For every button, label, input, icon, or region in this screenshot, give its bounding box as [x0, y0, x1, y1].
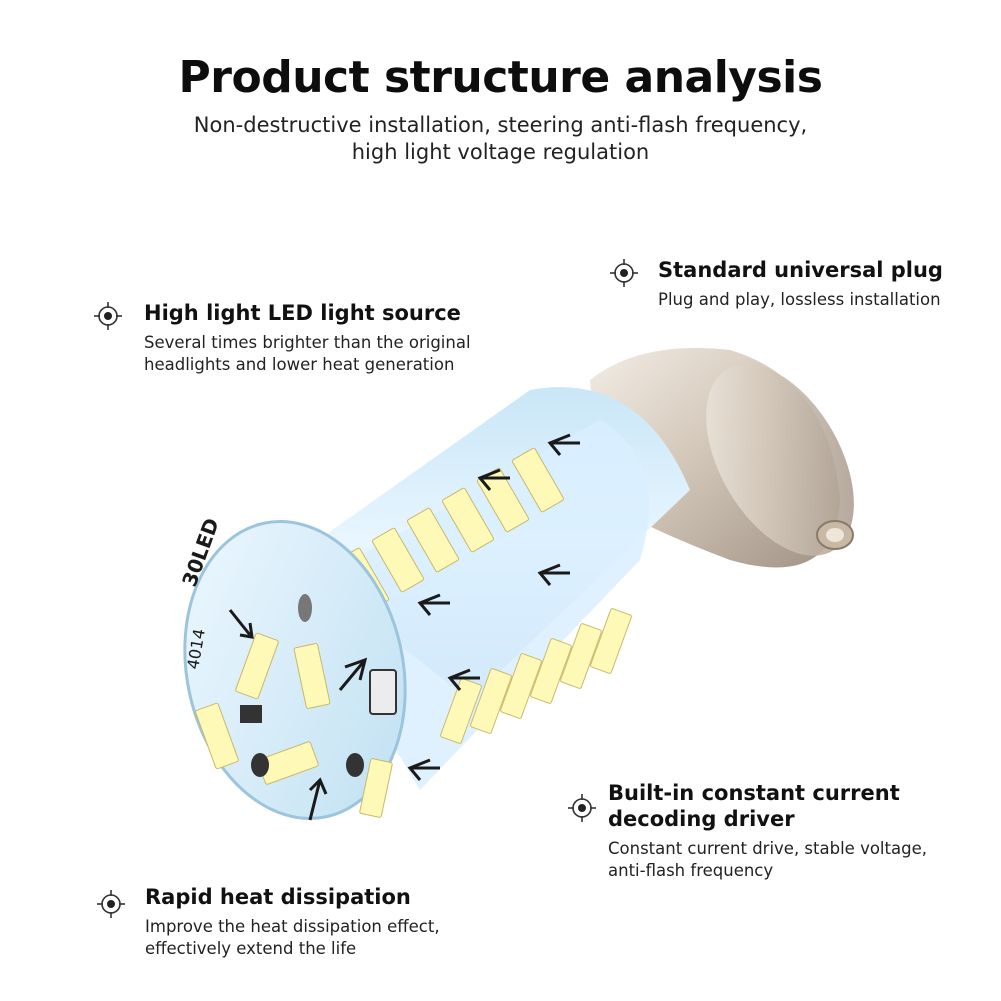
front-arrows — [228, 609, 368, 821]
feature-heading: Built-in constant current decoding drive… — [608, 780, 927, 832]
desc-line: effectively extend the life — [145, 939, 357, 958]
pcb-arrows — [407, 433, 580, 781]
front-leds — [195, 632, 393, 818]
desc-line: Constant current drive, stable voltage, — [608, 839, 927, 858]
desc-line: anti-flash frequency — [608, 861, 774, 880]
feature-heading: High light LED light source — [144, 301, 461, 325]
front-pcb: 30LED 4014 — [177, 515, 407, 821]
feature-heat-dissipation: Rapid heat dissipation Improve the heat … — [95, 884, 440, 960]
front-components — [240, 594, 397, 777]
desc-line: headlights and lower heat generation — [144, 355, 455, 374]
crosshair-target-icon — [610, 259, 638, 287]
crosshair-target-icon — [568, 794, 596, 822]
subtitle-line-1: Non-destructive installation, steering a… — [193, 113, 808, 137]
page-subtitle: Non-destructive installation, steering a… — [0, 112, 1001, 166]
page-title: Product structure analysis — [178, 52, 823, 103]
desc-line: Improve the heat dissipation effect, — [145, 917, 440, 936]
desc-line: Plug and play, lossless installation — [658, 290, 941, 309]
feature-heading: Standard universal plug — [658, 258, 943, 282]
led-bulb-illustration: 30LED 4014 — [177, 348, 854, 821]
feature-description: Several times brighter than the original… — [144, 332, 471, 376]
crosshair-target-icon — [97, 890, 125, 918]
feature-constant-current-driver: Built-in constant current decoding drive… — [566, 780, 927, 882]
feature-universal-plug: Standard universal plug Plug and play, l… — [608, 257, 943, 311]
heading-line: decoding driver — [608, 807, 795, 831]
led-strip-bottom — [440, 608, 632, 744]
heading-line: Built-in constant current — [608, 781, 900, 805]
feature-description: Improve the heat dissipation effect, eff… — [145, 916, 440, 960]
feature-heading: Rapid heat dissipation — [145, 885, 411, 909]
desc-line: Several times brighter than the original — [144, 333, 471, 352]
feature-description: Plug and play, lossless installation — [658, 289, 943, 311]
feature-description: Constant current drive, stable voltage, … — [608, 838, 927, 882]
crosshair-target-icon — [94, 302, 122, 330]
feature-led-light-source: High light LED light source Several time… — [92, 300, 471, 376]
subtitle-line-2: high light voltage regulation — [351, 140, 650, 164]
